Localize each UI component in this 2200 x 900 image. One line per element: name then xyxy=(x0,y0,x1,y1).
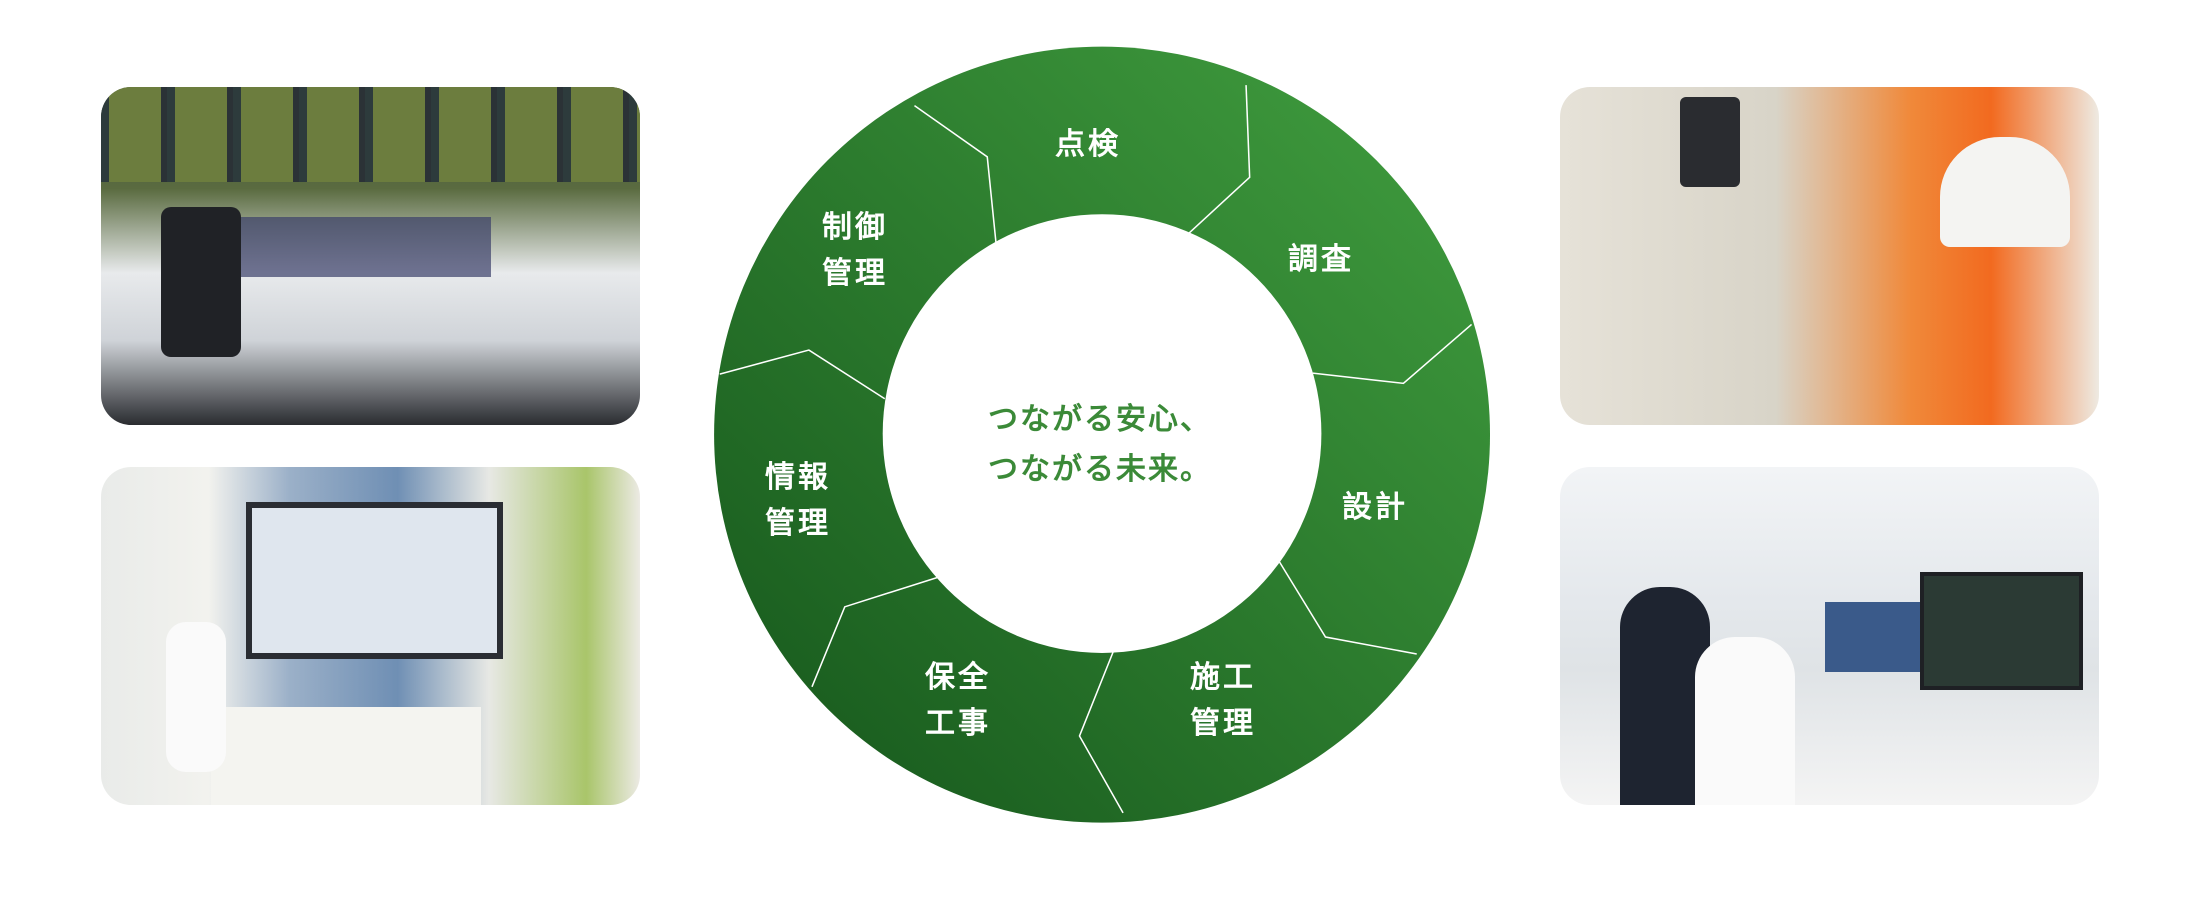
segment-divider xyxy=(719,349,886,400)
segment-divider xyxy=(1078,648,1124,814)
slogan-line-2: つながる未来。 xyxy=(988,452,1212,487)
wheel-center xyxy=(882,214,1322,653)
wheel-graphic xyxy=(714,46,1491,823)
segment-divider xyxy=(811,576,939,688)
center-slogan: つながる安心、 つながる未来。 xyxy=(950,395,1250,495)
segment-inspection[interactable]: 点検 xyxy=(1055,127,1121,162)
slogan-line-1: つながる安心、 xyxy=(988,402,1212,437)
segment-control-management[interactable]: 制御 管理 xyxy=(822,210,888,291)
segment-divider xyxy=(1185,85,1251,237)
segment-design[interactable]: 設計 xyxy=(1342,490,1408,525)
electrical-inspection-photo xyxy=(1560,87,2099,425)
segment-divider xyxy=(1278,561,1417,655)
segment-information-management[interactable]: 情報 管理 xyxy=(765,460,831,541)
segment-divider xyxy=(914,104,998,248)
office-design-photo xyxy=(1560,467,2099,805)
control-room-photo xyxy=(101,87,640,425)
meeting-presentation-photo xyxy=(101,467,640,805)
segment-divider xyxy=(1312,323,1473,385)
segment-maintenance-work[interactable]: 保全 工事 xyxy=(925,660,991,741)
process-cycle-wheel xyxy=(700,40,1500,860)
segment-construction-management[interactable]: 施工 管理 xyxy=(1190,660,1256,741)
segment-survey[interactable]: 調査 xyxy=(1288,242,1354,277)
